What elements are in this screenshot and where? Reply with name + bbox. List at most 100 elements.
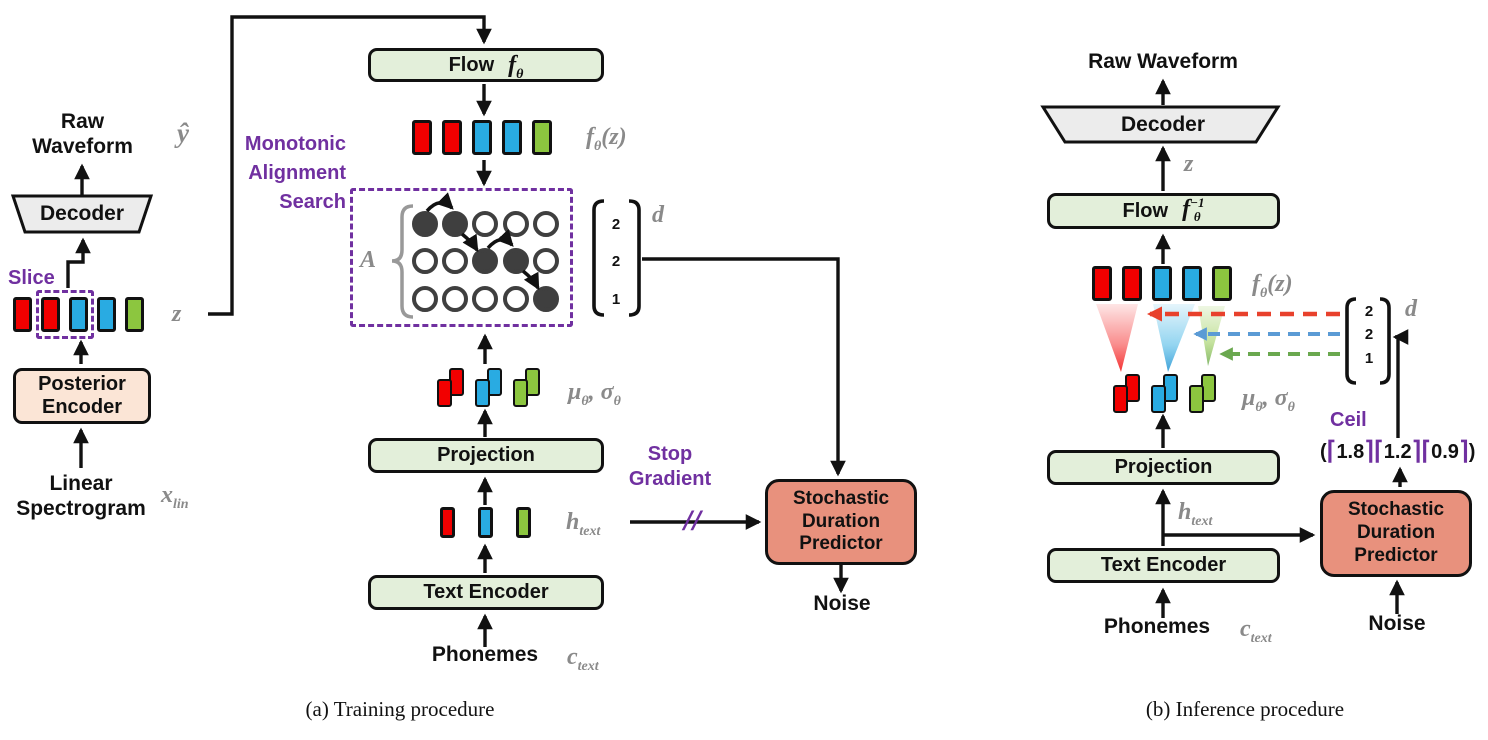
d-value-inf: 1 [1364,350,1374,367]
stats-token-pair-blue [1151,374,1178,413]
slice-to-decoder-arrow [66,237,91,288]
lceil-icon: ⌈ [1326,436,1337,465]
alignment-hop-1 [425,192,454,213]
alignment-node-active [472,248,498,274]
alignment-hop-4 [521,269,540,291]
sdp-box-inference: Stochastic Duration Predictor [1320,490,1472,577]
text-encoder-box-inference: Text Encoder [1047,548,1280,583]
htext-token-row [440,507,554,538]
alignment-node [472,286,498,312]
flow-label: Flow [448,53,495,76]
alignment-node-active [503,248,529,274]
d-label-inference: d [1405,296,1417,322]
latent-token-blue [69,297,88,332]
projection-label-inf: Projection [1114,456,1213,478]
latent-token-green [513,379,528,407]
alignment-hop-2 [460,232,479,253]
latent-token-green [1212,266,1232,301]
ceil-label: Ceil [1330,409,1367,431]
lceil-icon: ⌈ [1421,436,1432,465]
rceil-icon: ⌉ [1411,436,1422,465]
latent-token-red [440,507,455,538]
mas-label: Monotonic Alignment Search [244,133,346,213]
lceil-icon: ⌈ [1374,436,1384,465]
d-label-training: d [652,202,664,228]
alignment-node [533,211,559,237]
slice-window-box [36,290,94,339]
alignment-node [503,286,529,312]
z-token-row [13,297,153,332]
d-bracket-right-inference [1379,297,1391,385]
mas-box [350,188,573,327]
linear-spectrogram-label: Linear Spectrogram [16,472,146,520]
stats-token-pair-green [1189,374,1216,413]
latent-token-red [412,120,432,155]
alignment-node [412,248,438,274]
text-encoder-box-training: Text Encoder [368,575,604,610]
raw-waveform-label-inf: Raw Waveform [1088,50,1238,73]
latent-token-green [516,507,531,538]
mu-sigma-label-training: μθ, σθ [568,379,621,409]
stats-token-pair-green [513,368,540,407]
latent-token-red [13,297,32,332]
caption-inference: (b) Inference procedure [1145,697,1345,721]
slice-label: Slice [8,267,55,289]
latent-token-blue [502,120,522,155]
y-hat-label: ŷ [177,118,189,148]
caption-training: (a) Training procedure [305,697,495,721]
latent-token-blue [1182,266,1202,301]
latent-token-red [442,120,462,155]
decoder-box-inference: Decoder [1120,113,1206,136]
duration-to-sdp-line [642,257,846,477]
latent-token-red [1113,385,1128,413]
noise-label-training: Noise [813,592,871,615]
posterior-encoder-label: Posterior Encoder [38,373,126,418]
stop-gradient-slash: ∕∕ [684,506,702,534]
expand-triangle-red [1096,304,1138,372]
rceil-icon: ⌉ [1364,436,1375,465]
sdp-box-training: Stochastic Duration Predictor [765,479,917,565]
posterior-encoder-box: Posterior Encoder [13,368,151,424]
latent-token-red [41,297,60,332]
noise-label-inference: Noise [1368,612,1426,635]
alignment-node [412,286,438,312]
latent-token-blue [97,297,116,332]
fz-label-inference: fθ(z) [1252,271,1293,301]
stats-token-pair-blue [475,368,502,407]
latent-token-blue [475,379,490,407]
alignment-node-active [442,211,468,237]
alignment-hop-3 [486,229,514,250]
z-label-inference: z [1184,151,1194,177]
flow-label-inf: Flow [1122,199,1169,222]
stats-token-row-inference [1113,374,1227,413]
alignment-brace [391,204,414,319]
d-bracket-left-training [592,199,605,317]
alignment-node-active [412,211,438,237]
d-bracket-right-training [628,199,641,317]
decoder-box-training: Decoder [39,202,125,225]
latent-token-green [1189,385,1204,413]
flow-box-training: Flow fθ [368,48,604,82]
mu-sigma-label-inference: μθ, σθ [1242,385,1295,415]
latent-token-blue [1152,266,1172,301]
expand-triangle-blue [1153,304,1195,372]
z-to-flow-line [208,15,492,316]
alignment-node [442,248,468,274]
raw-waveform-label: Raw Waveform [32,110,133,158]
text-encoder-label: Text Encoder [423,581,549,603]
text-encoder-label-inf: Text Encoder [1100,554,1227,576]
latent-token-red [1092,266,1112,301]
alignment-node [442,286,468,312]
decoder-trapezoid-inference [1040,105,1281,144]
stats-token-pair-red [437,368,464,407]
ctext-label-inference: ctext [1240,616,1272,646]
d-bracket-left-inference [1345,297,1357,385]
projection-label: Projection [437,444,535,466]
d-value: 2 [611,216,621,233]
phonemes-label-training: Phonemes [431,643,539,666]
z-label-training: z [172,301,182,327]
